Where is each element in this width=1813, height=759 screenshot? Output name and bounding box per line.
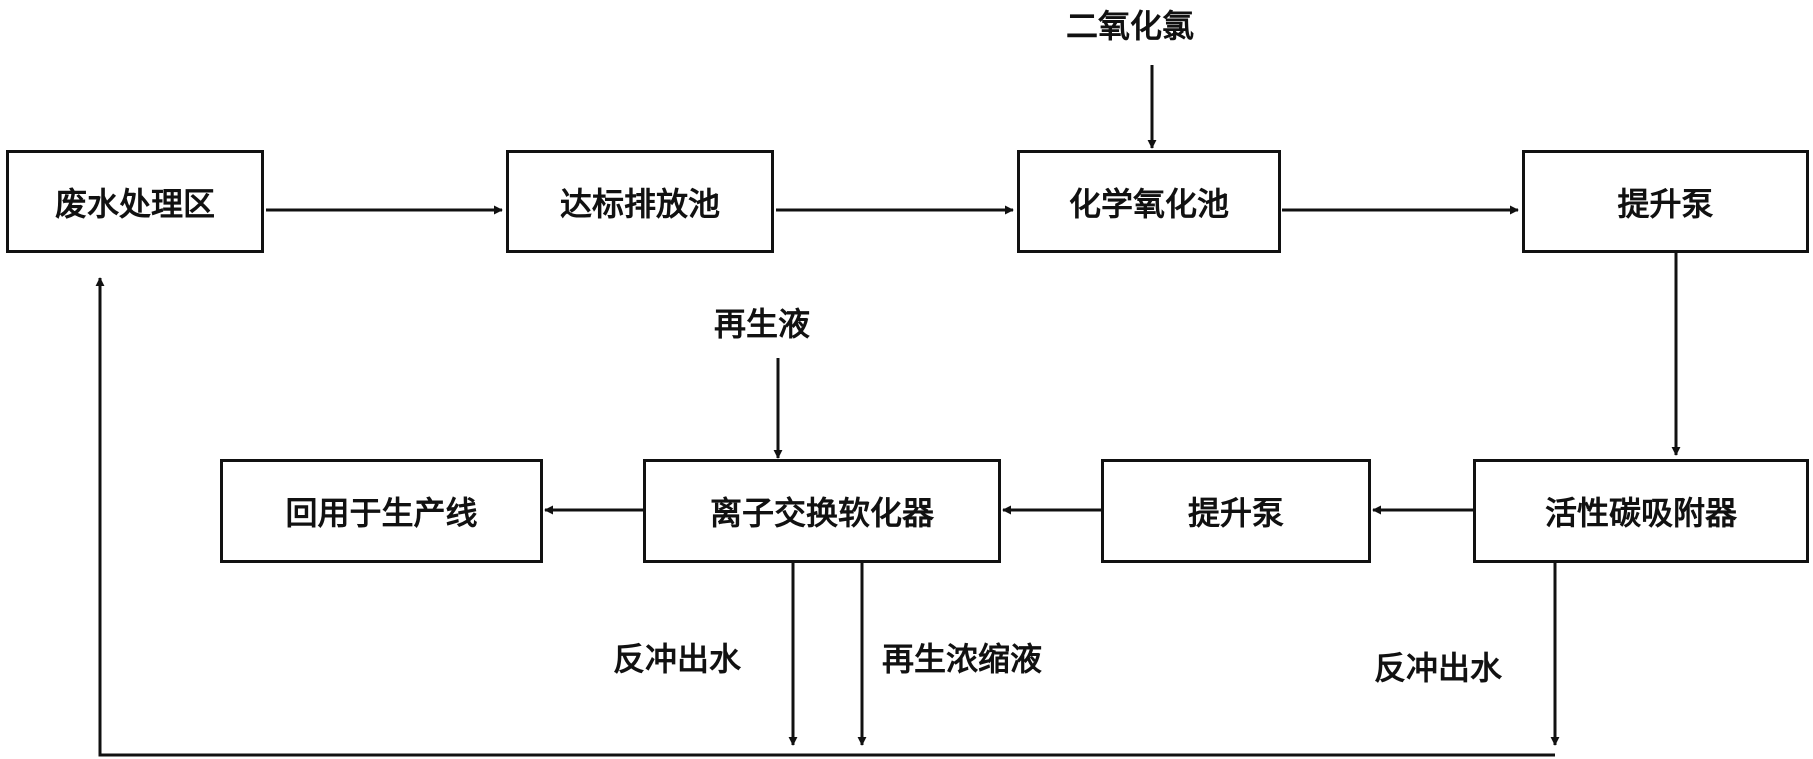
node-ion-exchange-softener-label: 离子交换软化器 bbox=[709, 494, 934, 532]
edge-label-ion-backwash: 反冲出水 bbox=[613, 640, 742, 678]
edge-label-regeneration-concentrate: 再生浓缩液 bbox=[882, 640, 1043, 678]
node-lift-pump-1-label: 提升泵 bbox=[1617, 184, 1714, 223]
return-line-to-wastewater bbox=[95, 277, 1555, 757]
node-chemical-oxidation-pool: 化学氧化池 bbox=[1017, 150, 1281, 253]
node-reuse-production-line-label: 回用于生产线 bbox=[285, 494, 478, 532]
node-reuse-production-line: 回用于生产线 bbox=[220, 459, 543, 563]
node-activated-carbon-adsorber: 活性碳吸附器 bbox=[1473, 459, 1809, 563]
node-discharge-pool: 达标排放池 bbox=[506, 150, 774, 253]
node-ion-exchange-softener: 离子交换软化器 bbox=[643, 459, 1001, 563]
node-lift-pump-1: 提升泵 bbox=[1522, 150, 1809, 253]
node-lift-pump-2: 提升泵 bbox=[1101, 459, 1371, 563]
node-chemical-oxidation-pool-label: 化学氧化池 bbox=[1068, 184, 1229, 223]
node-wastewater-area: 废水处理区 bbox=[6, 150, 264, 253]
node-activated-carbon-adsorber-label: 活性碳吸附器 bbox=[1544, 494, 1737, 532]
edge-label-carbon-backwash: 反冲出水 bbox=[1374, 649, 1503, 687]
node-lift-pump-2-label: 提升泵 bbox=[1187, 494, 1284, 532]
node-wastewater-area-label: 废水处理区 bbox=[54, 184, 215, 223]
input-regeneration-liquid: 再生液 bbox=[714, 305, 811, 343]
node-discharge-pool-label: 达标排放池 bbox=[559, 184, 720, 223]
input-chlorine-dioxide: 二氧化氯 bbox=[1066, 7, 1195, 45]
